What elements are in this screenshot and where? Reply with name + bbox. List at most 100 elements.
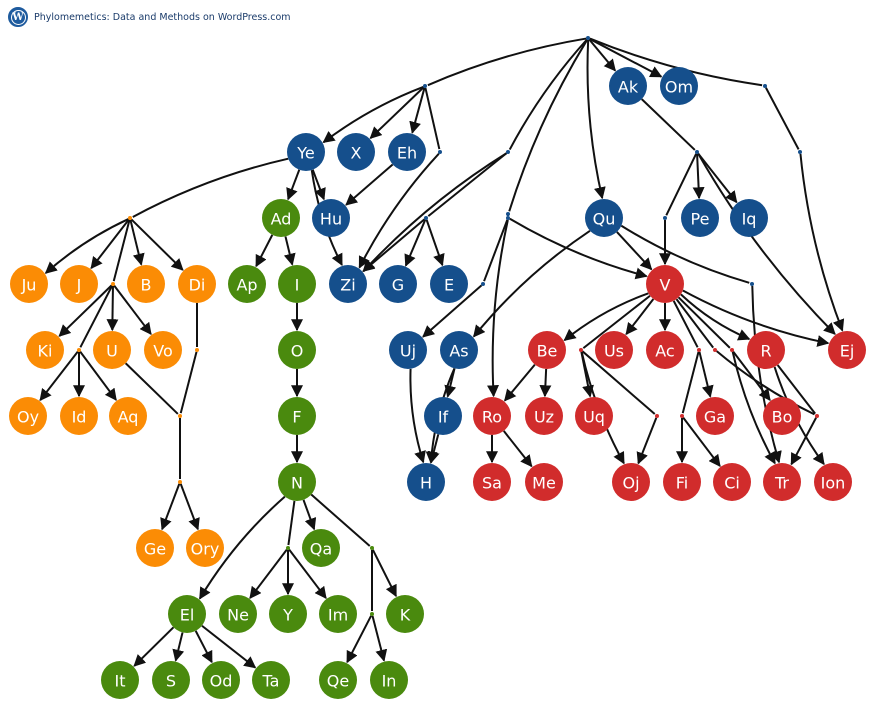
node-od[interactable]: Od [202,661,240,699]
node-di[interactable]: Di [178,265,216,303]
node-ta[interactable]: Ta [252,661,290,699]
node-label: Ak [618,78,639,97]
branch-dot [697,348,701,352]
node-iq[interactable]: Iq [730,199,768,237]
node-f[interactable]: F [278,397,316,435]
node-circle [424,397,462,435]
node-circle [278,463,316,501]
node-ki[interactable]: Ki [26,331,64,369]
node-e[interactable]: E [430,265,468,303]
branch-dot [370,546,374,550]
node-oj[interactable]: Oj [612,463,650,501]
node-i[interactable]: I [278,265,316,303]
branch-point-hr7 [815,414,819,418]
node-label: Ion [821,474,846,493]
node-k[interactable]: K [386,595,424,633]
node-v[interactable]: V [646,265,684,303]
node-circle [202,661,240,699]
node-circle [9,397,47,435]
node-be[interactable]: Be [528,331,566,369]
node-ne[interactable]: Ne [219,595,257,633]
node-eh[interactable]: Eh [388,133,426,171]
node-it[interactable]: It [101,661,139,699]
branch-point-ho3 [77,348,81,352]
node-label: Oj [622,474,639,493]
node-u[interactable]: U [93,331,131,369]
node-bo[interactable]: Bo [763,397,801,435]
branch-dot [713,348,717,352]
node-r[interactable]: R [747,331,785,369]
node-ju[interactable]: Ju [10,265,48,303]
node-id[interactable]: Id [60,397,98,435]
node-label: If [438,408,449,427]
node-circle [763,397,801,435]
node-label: Vo [153,342,173,361]
node-b[interactable]: B [127,265,165,303]
node-label: O [291,342,304,361]
node-in[interactable]: In [370,661,408,699]
node-oy[interactable]: Oy [9,397,47,435]
node-ye[interactable]: Ye [287,133,325,171]
node-y[interactable]: Y [269,595,307,633]
node-im[interactable]: Im [319,595,357,633]
edge-root-hb5 [508,39,589,212]
node-zi[interactable]: Zi [329,265,367,303]
node-qu[interactable]: Qu [585,199,623,237]
wordpress-icon[interactable]: W [8,7,28,27]
node-om[interactable]: Om [660,67,698,105]
node-j[interactable]: J [60,265,98,303]
node-uz[interactable]: Uz [525,397,563,435]
node-x[interactable]: X [337,133,375,171]
edge-hb8-Pe [692,153,705,200]
node-me[interactable]: Me [525,463,563,501]
node-qa[interactable]: Qa [302,529,340,567]
node-us[interactable]: Us [595,331,633,369]
node-ac[interactable]: Ac [646,331,684,369]
edge-ho6-Ge [160,483,181,531]
node-ge[interactable]: Ge [136,529,174,567]
branch-dot [506,216,510,220]
node-qe[interactable]: Qe [319,661,357,699]
node-ak[interactable]: Ak [609,67,647,105]
node-sa[interactable]: Sa [473,463,511,501]
node-ory[interactable]: Ory [186,529,224,567]
node-pe[interactable]: Pe [681,199,719,237]
node-circle [696,397,734,435]
node-ion[interactable]: Ion [814,463,852,501]
node-label: Zi [340,276,355,295]
branch-dot [750,282,754,286]
edge-hr3-Tr [731,351,776,465]
node-ci[interactable]: Ci [713,463,751,501]
site-header: W Phylomemetics: Data and Methods on Wor… [8,6,291,28]
node-ad[interactable]: Ad [262,199,300,237]
node-ga[interactable]: Ga [696,397,734,435]
node-ro[interactable]: Ro [473,397,511,435]
edge-V-R [680,293,751,341]
node-vo[interactable]: Vo [144,331,182,369]
node-circle [440,331,478,369]
node-if[interactable]: If [424,397,462,435]
branch-dot [423,84,427,88]
node-aq[interactable]: Aq [109,397,147,435]
node-g[interactable]: G [379,265,417,303]
node-n[interactable]: N [278,463,316,501]
node-tr[interactable]: Tr [763,463,801,501]
node-el[interactable]: El [168,595,206,633]
node-uq[interactable]: Uq [575,397,613,435]
node-uj[interactable]: Uj [389,331,427,369]
node-ej[interactable]: Ej [828,331,866,369]
node-hu[interactable]: Hu [312,199,350,237]
edge-hb12-Tr [751,285,782,464]
branch-point-hb10 [506,216,510,220]
node-as[interactable]: As [440,331,478,369]
node-label: B [141,276,152,295]
edge-El-It [133,626,175,667]
node-s[interactable]: S [152,661,190,699]
node-ap[interactable]: Ap [228,265,266,303]
edge-Ye-ho1 [132,157,289,218]
node-h[interactable]: H [407,463,445,501]
site-title-link[interactable]: Phylomemetics: Data and Methods on WordP… [34,11,291,23]
node-label: X [351,144,362,163]
node-o[interactable]: O [278,331,316,369]
node-fi[interactable]: Fi [663,463,701,501]
